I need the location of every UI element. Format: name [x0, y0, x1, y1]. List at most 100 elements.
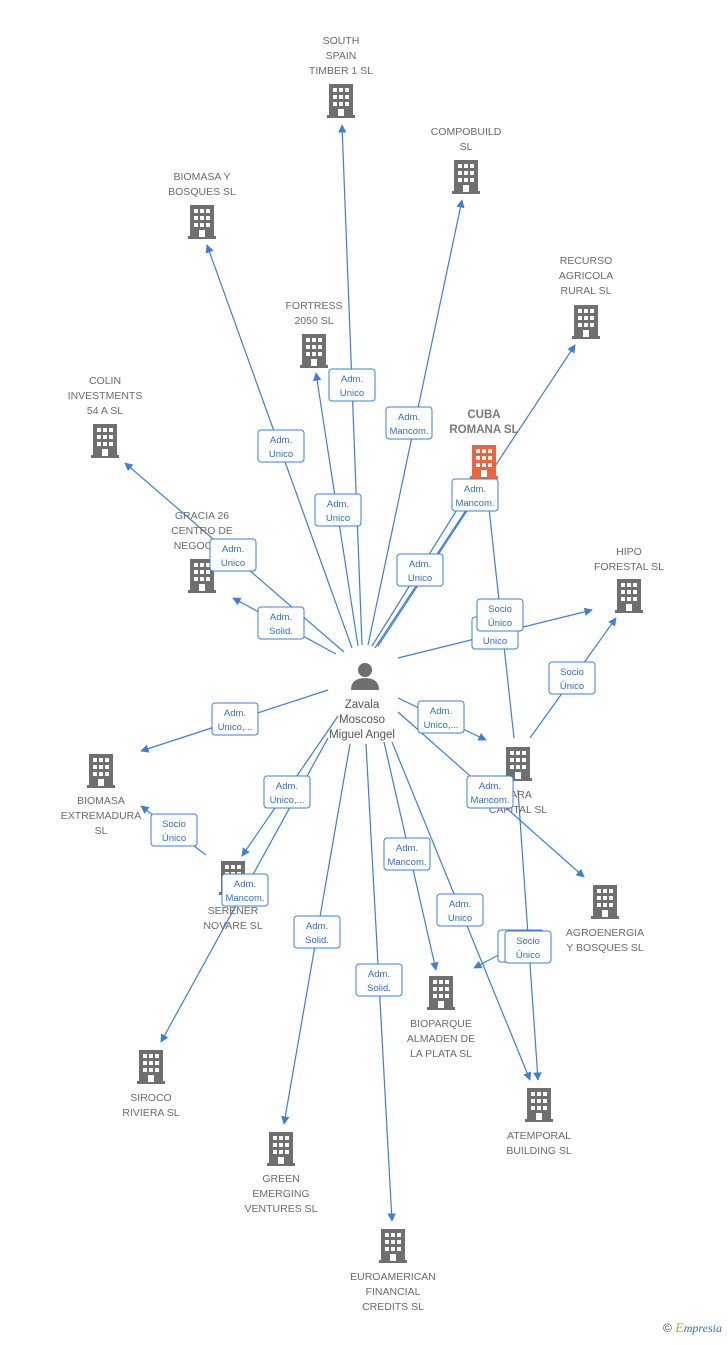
- role-badge-frame: [150, 813, 198, 847]
- building-icon: [379, 1229, 407, 1263]
- role-badge-text: Adm.: [306, 921, 328, 932]
- role-badge-text: Solid.: [305, 935, 329, 946]
- role-badge-text: Socio: [162, 819, 186, 830]
- company-label-line: LA PLATA SL: [410, 1048, 472, 1060]
- role-badge-text: Adm.: [276, 781, 298, 792]
- role-badge-text: Unico: [340, 388, 364, 399]
- company-label-line: RECURSO: [560, 255, 613, 267]
- company-label-line: SL: [95, 825, 108, 837]
- role-badge-text: Unico: [269, 449, 293, 460]
- role-badge-frame: [314, 493, 362, 527]
- role-badge-euroamerican[interactable]: Adm.Solid.: [355, 963, 403, 997]
- role-badge-gracia[interactable]: Adm.Unico: [209, 538, 257, 572]
- company-label-line: Y BOSQUES SL: [566, 942, 644, 954]
- company-label-line: EUROAMERICAN: [350, 1271, 436, 1283]
- role-badge-text: Unico: [448, 913, 472, 924]
- role-badge-text: Unico: [408, 573, 432, 584]
- role-badge-text: Unico: [326, 513, 350, 524]
- role-badge-biomasa-bosques[interactable]: Adm.Unico: [257, 429, 305, 463]
- role-badge-fortress[interactable]: Adm.Unico: [314, 493, 362, 527]
- role-badge-text: Adm.: [479, 781, 501, 792]
- role-badge-text: Mancom.: [225, 893, 264, 904]
- role-badge-text: Adm.: [224, 708, 246, 719]
- building-icon: [525, 1088, 553, 1122]
- role-badge-text: Unico: [483, 636, 507, 647]
- company-label-line: INVESTMENTS: [68, 390, 143, 402]
- company-label-line: TIMBER 1 SL: [309, 65, 373, 77]
- role-badge-frame: [263, 775, 311, 809]
- company-label-line: RIVIERA SL: [122, 1107, 179, 1119]
- company-label-line: SPAIN: [326, 50, 357, 62]
- role-badge-bioparque[interactable]: Adm.Mancom.: [383, 837, 431, 871]
- role-badge-frame: [209, 538, 257, 572]
- company-label-line: COMPOBUILD: [431, 126, 502, 138]
- role-badge-compobuild[interactable]: Adm.Mancom.: [385, 406, 433, 440]
- role-badge-text: Adm.: [430, 706, 452, 717]
- company-label-line: BIOMASA Y: [174, 171, 231, 183]
- role-badge-frame: [385, 406, 433, 440]
- company-label-line: FORTRESS: [286, 300, 343, 312]
- role-badge-green[interactable]: Adm. Solid.: [293, 915, 341, 949]
- building-icon: [572, 305, 600, 339]
- role-badge-text: Unico,...: [218, 722, 253, 733]
- role-badge-text: Adm.: [398, 412, 420, 423]
- role-badge-biomasa-ext[interactable]: Adm. Unico,...: [211, 702, 259, 736]
- person-icon: [351, 663, 379, 690]
- copyright-symbol: ©: [663, 1321, 672, 1335]
- role-badge-atemporal[interactable]: Adm.Mancom.: [466, 775, 514, 809]
- person-name-line-2: Moscoso: [339, 714, 385, 726]
- building-icon: [452, 160, 480, 194]
- role-badge-text: Único: [516, 950, 540, 961]
- role-badge-recurso[interactable]: Adm.Unico: [396, 553, 444, 587]
- company-label-line: COLIN: [89, 375, 121, 387]
- role-badge-text: Único: [560, 681, 584, 692]
- building-icon: [615, 579, 643, 613]
- role-badge-siroco[interactable]: Adm.Mancom.: [221, 873, 269, 907]
- role-badge-serener[interactable]: Adm.Unico,...: [263, 775, 311, 809]
- building-icon: [591, 885, 619, 919]
- company-node-biomasa-ext[interactable]: BIOMASA EXTREMADURA SL: [61, 754, 142, 837]
- role-badge-atemporal[interactable]: Adm. Unico: [436, 893, 484, 927]
- role-badge-text: Unico: [221, 558, 245, 569]
- role-badge-text: Socio: [560, 667, 584, 678]
- role-badge-text: Adm.: [368, 969, 390, 980]
- role-badge-text: Único: [488, 618, 512, 629]
- role-badge-frame: [257, 429, 305, 463]
- person-name-line-1: Zavala: [345, 699, 380, 711]
- role-badge-vara[interactable]: Adm.Unico,...: [417, 700, 465, 734]
- role-badge-south-spain[interactable]: Adm.Unico: [328, 368, 376, 402]
- role-badge-gracia[interactable]: Adm.Solid.: [257, 606, 305, 640]
- role-badge-frame: [451, 478, 499, 512]
- company-label-line: BOSQUES SL: [168, 186, 236, 198]
- company-label-line: GRACIA 26: [175, 510, 229, 522]
- company-label-line: EXTREMADURA: [61, 810, 142, 822]
- role-badge-frame: [257, 606, 305, 640]
- role-badge-frame: [328, 368, 376, 402]
- company-label-line: BIOMASA: [77, 795, 125, 807]
- role-badge-cuba[interactable]: Adm.Mancom.: [451, 478, 499, 512]
- person-node[interactable]: Zavala Moscoso Miguel Angel: [329, 663, 395, 741]
- role-badge-text: Adm.: [449, 899, 471, 910]
- role-badge-text: Socio: [516, 936, 540, 947]
- company-node-biomasa-bosques[interactable]: BIOMASA Y BOSQUES SL: [168, 171, 236, 239]
- building-icon: [188, 205, 216, 239]
